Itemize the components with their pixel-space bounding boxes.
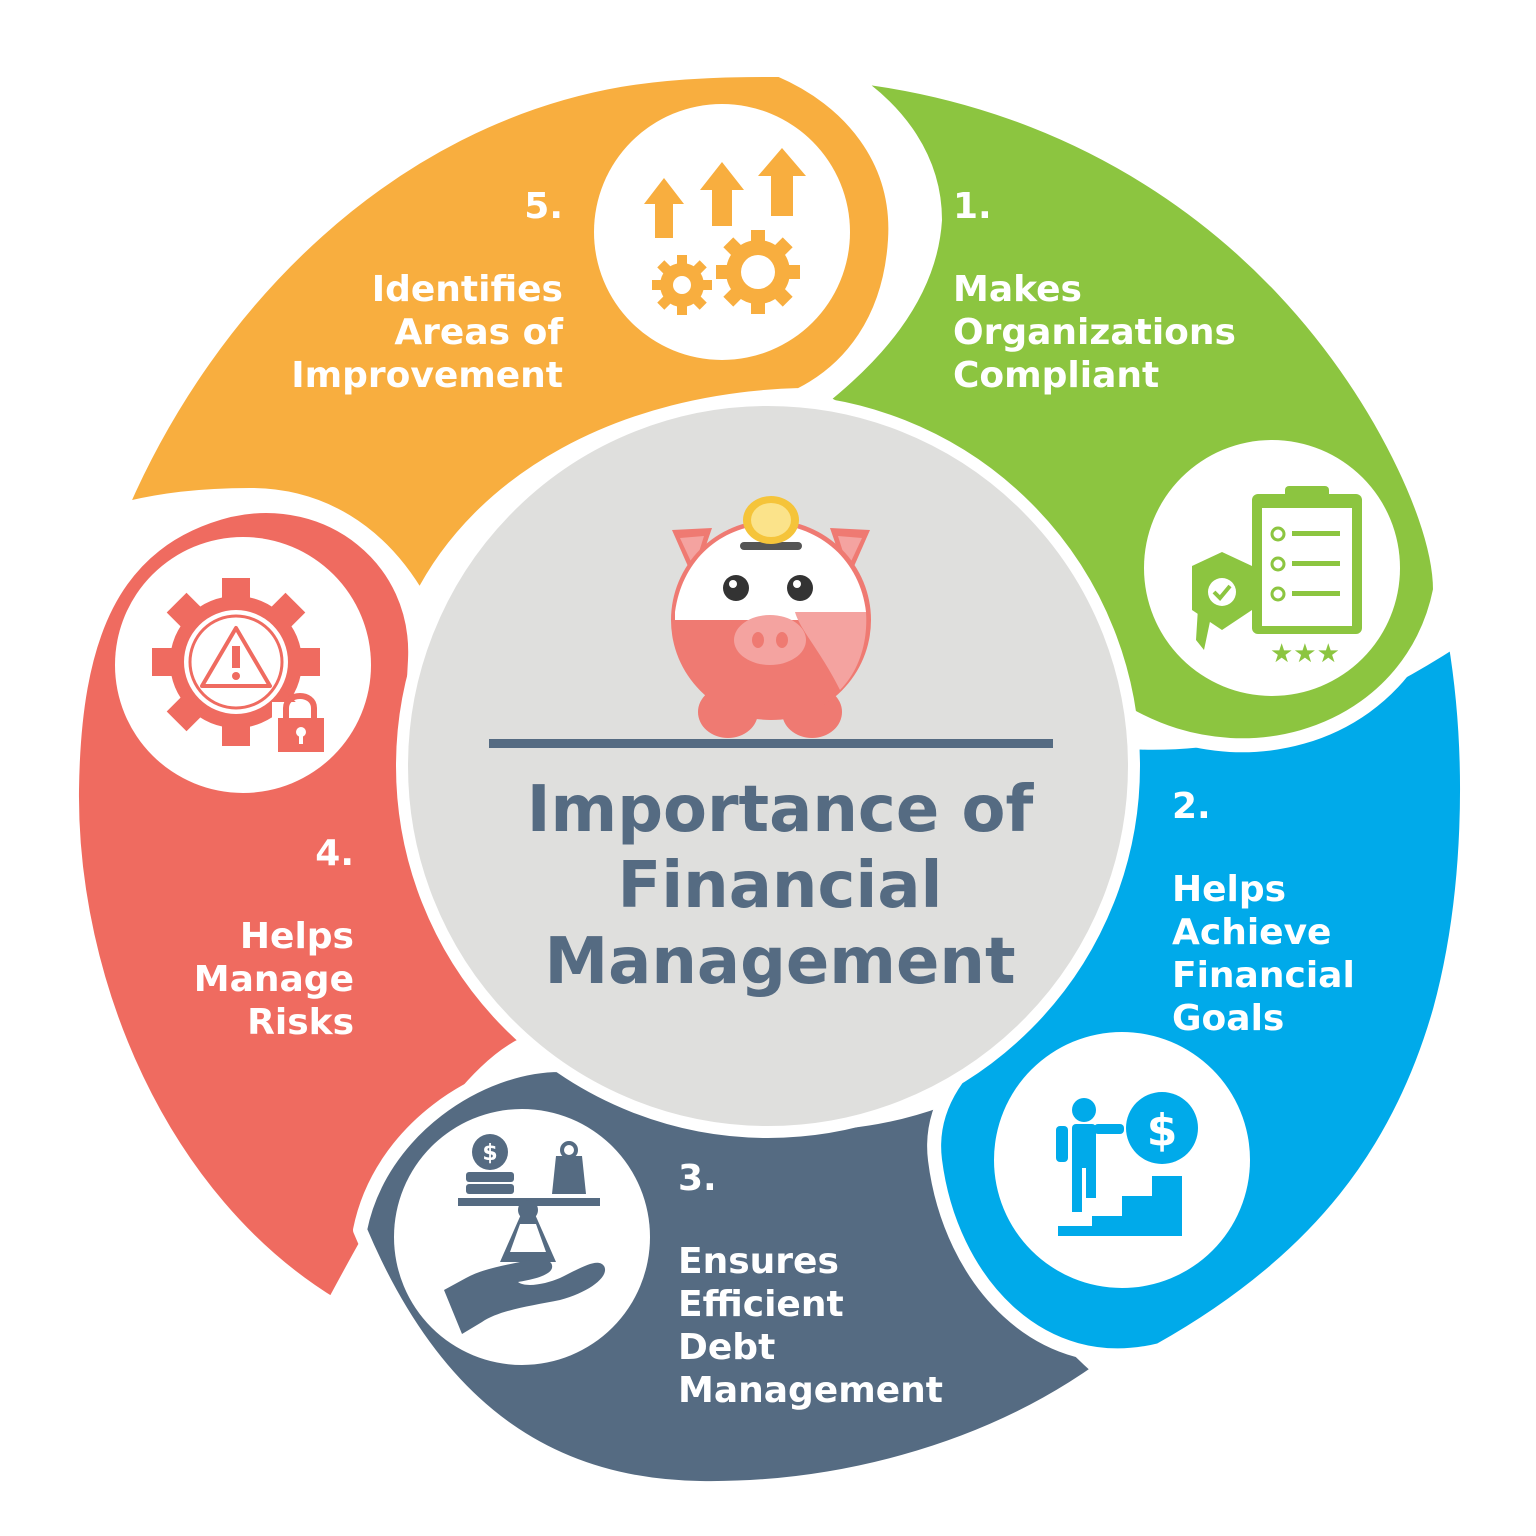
segment-3-text-line-4: Management [678,1370,943,1411]
gear-warning-lock-icon [152,578,328,754]
segment-3-text-line-2: Efficient [678,1284,844,1325]
segment-1-number: 1. [953,186,992,227]
svg-text:$: $ [482,1141,497,1166]
segment-2-text-line-2: Achieve [1172,912,1332,953]
title-line-3: Management [544,925,1016,999]
segment-2-text-line-1: Helps [1172,869,1287,910]
segment-4-text-line-2: Manage [193,959,354,1000]
segment-1-label: 1. Makes Organizations Compliant [953,185,1236,397]
icon-circle-5 [594,104,850,360]
svg-text:★★★: ★★★ [1270,639,1340,669]
diagram-title: Importance of Financial Management [420,772,1140,1000]
segment-5-number: 5. [524,186,563,227]
segment-2-number: 2. [1172,786,1211,827]
segment-5-label: 5. Identifies Areas of Improvement [291,185,563,397]
segment-4-number: 4. [315,833,354,874]
climbing-stairs-to-money-icon: $ [1056,1092,1198,1236]
compliance-checklist-icon: ★★★ [1192,486,1362,669]
hand-balance-scale-icon: $ [444,1134,606,1334]
svg-text:$: $ [1147,1105,1178,1156]
segment-5-text-line-2: Areas of [394,312,563,353]
segment-4-text-line-3: Risks [247,1002,354,1043]
segment-3-text-line-3: Debt [678,1327,776,1368]
segment-4-label: 4. Helps Manage Risks [194,832,354,1044]
segment-2-text-line-3: Financial [1172,955,1355,996]
segment-1-text-line-1: Makes [953,269,1082,310]
segment-5-text-line-1: Identifies [371,269,563,310]
segment-3-text-line-1: Ensures [678,1241,839,1282]
arrows-up-gears-icon [644,148,806,315]
segment-5-text-line-3: Improvement [291,355,563,396]
segment-3-label: 3. Ensures Efficient Debt Management [678,1157,943,1412]
segment-2-text-line-4: Goals [1172,998,1285,1039]
title-line-2: Financial [617,849,943,923]
center-disc [396,394,1140,1138]
segment-4-text-line-1: Helps [239,916,354,957]
piggy-bank-icon [671,496,871,738]
segment-1-text-line-3: Compliant [953,355,1160,396]
segment-3-number: 3. [678,1158,717,1199]
title-divider [489,739,1053,748]
segment-2-label: 2. Helps Achieve Financial Goals [1172,785,1355,1040]
icon-circle-2 [994,1032,1250,1288]
segment-1-text-line-2: Organizations [953,312,1236,353]
title-line-1: Importance of [526,773,1034,847]
